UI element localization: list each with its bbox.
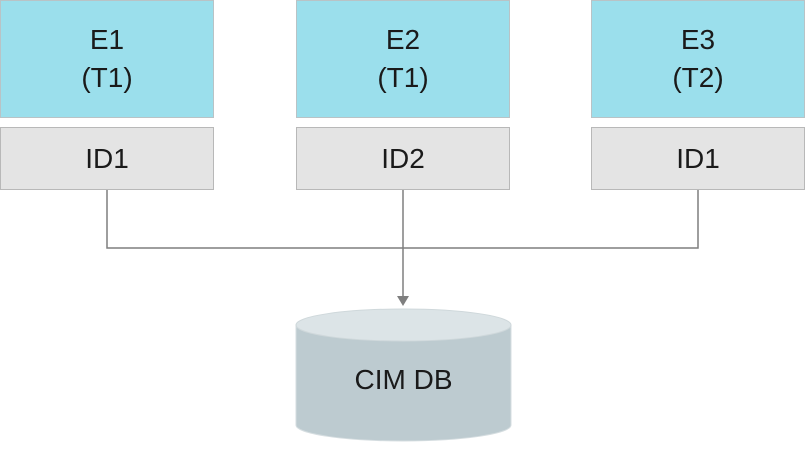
entity-name: E1 <box>89 24 125 55</box>
connector-lines <box>106 190 699 296</box>
id-box-e2: ID2 <box>296 127 510 190</box>
database-body <box>295 325 512 442</box>
entity-type: (T1) <box>81 62 133 93</box>
entity-type: (T1) <box>377 62 429 93</box>
database-label: CIM DB <box>354 364 453 395</box>
database-cylinder <box>295 308 512 442</box>
entity-name: E3 <box>680 24 716 55</box>
connector-e3 <box>403 190 699 249</box>
entity-name: E2 <box>385 24 421 55</box>
id-label: ID1 <box>85 142 129 174</box>
connector-e1 <box>106 190 403 249</box>
entity-type: (T2) <box>672 62 724 93</box>
id-label: ID2 <box>381 142 425 174</box>
id-box-e1: ID1 <box>0 127 214 190</box>
database-top <box>295 308 512 342</box>
id-box-e3: ID1 <box>591 127 805 190</box>
entity-box-e2: E2 (T1) <box>296 0 510 118</box>
id-label: ID1 <box>676 142 720 174</box>
arrow-head-icon <box>397 296 409 306</box>
entity-box-e1: E1 (T1) <box>0 0 214 118</box>
entity-box-e3: E3 (T2) <box>591 0 805 118</box>
